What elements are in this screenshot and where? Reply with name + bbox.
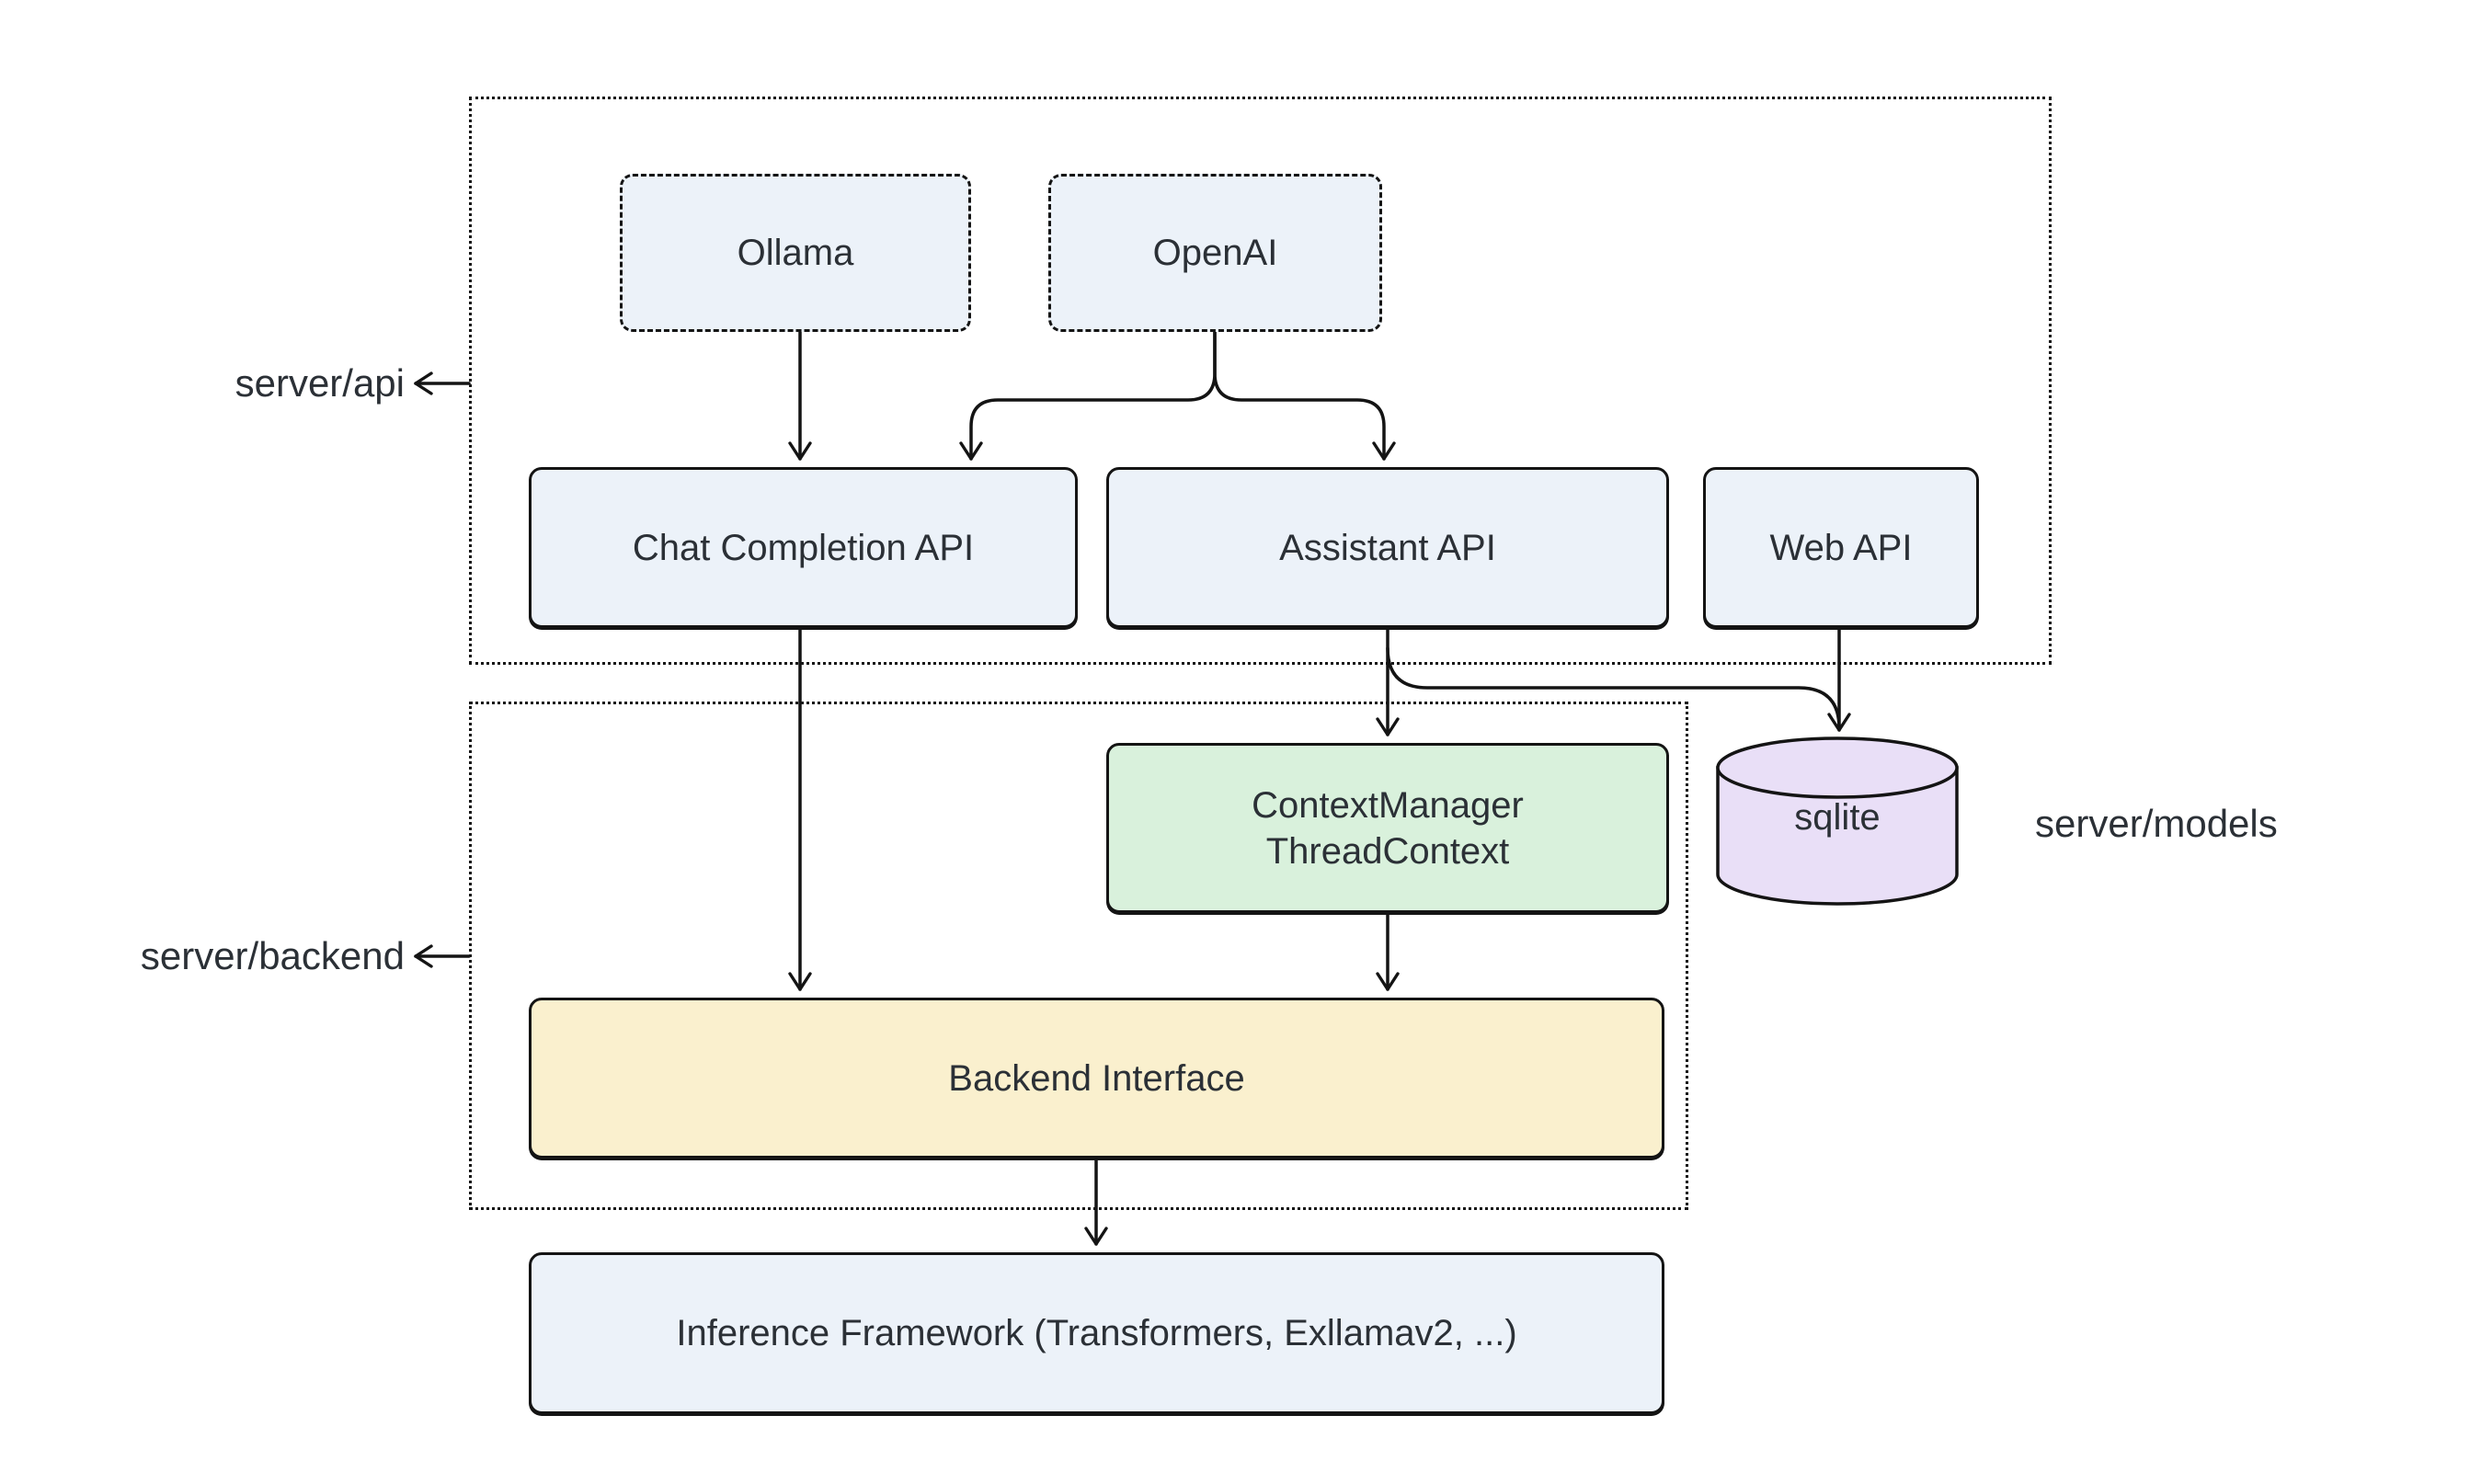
node-chat-completion-api-label: Chat Completion API bbox=[632, 527, 975, 568]
node-assistant-api-label: Assistant API bbox=[1279, 527, 1496, 568]
node-openai: OpenAI bbox=[1048, 174, 1382, 332]
node-ollama: Ollama bbox=[620, 174, 971, 332]
node-inference-framework-label: Inference Framework (Transformers, Exlla… bbox=[676, 1313, 1517, 1353]
label-server-backend: server/backend bbox=[140, 934, 405, 977]
node-backend-interface-label: Backend Interface bbox=[948, 1057, 1245, 1099]
label-server-api: server/api bbox=[234, 361, 405, 405]
server-api-group-box bbox=[469, 97, 2052, 665]
node-inference-framework: Inference Framework (Transformers, Exlla… bbox=[529, 1252, 1664, 1414]
node-web-api-label: Web API bbox=[1769, 527, 1913, 568]
node-openai-label: OpenAI bbox=[1152, 233, 1278, 273]
node-context-manager: ContextManager ThreadContext bbox=[1106, 743, 1669, 913]
node-context-manager-line2: ThreadContext bbox=[1265, 830, 1510, 872]
node-web-api: Web API bbox=[1703, 467, 1979, 628]
node-chat-completion-api: Chat Completion API bbox=[529, 467, 1078, 628]
node-assistant-api: Assistant API bbox=[1106, 467, 1669, 628]
label-server-models: server/models bbox=[2035, 802, 2278, 845]
node-sqlite-label: sqlite bbox=[1794, 797, 1881, 838]
node-backend-interface: Backend Interface bbox=[529, 998, 1664, 1159]
node-ollama-label: Ollama bbox=[737, 233, 854, 273]
node-context-manager-line1: ContextManager bbox=[1252, 784, 1524, 826]
